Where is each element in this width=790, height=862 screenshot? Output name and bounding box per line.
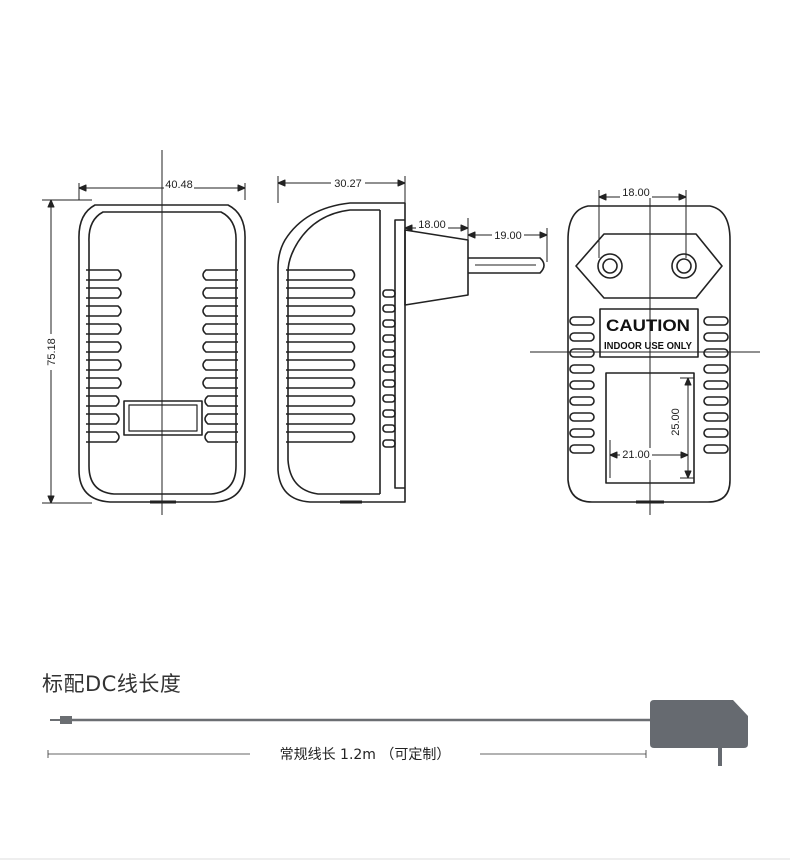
adapter-block [650,700,748,748]
cable-length-caption: 常规线长 1.2m （可定制） [250,744,480,764]
front-view [78,204,246,504]
side-right-slots [382,289,396,448]
front-width-label: 40.48 [165,179,193,191]
pin-spacing-label: 18.00 [622,187,650,199]
front-left-vents [86,269,122,443]
caution-text: CAUTION [606,316,690,335]
cable-section-title: 标配DC线长度 [42,672,182,696]
side-depth-label: 30.27 [334,178,362,190]
front-height-label: 75.18 [46,338,58,366]
dc-cable-illustration [47,700,748,766]
pin-length-label: 19.00 [494,230,522,242]
plug-base-label: 18.00 [418,219,446,231]
back-left-vents [569,316,595,454]
indoor-use-text: INDOOR USE ONLY [604,341,692,352]
label-height-label: 25.00 [670,408,682,436]
side-view [277,202,545,504]
pin-spacing-dimension [598,190,687,258]
back-right-vents [703,316,729,454]
front-right-vents [202,269,238,443]
front-width-dimension [78,183,246,200]
label-height-dimension [680,377,694,479]
dc-plug-tip [60,716,72,724]
side-left-vents [286,269,356,443]
bottom-divider [0,858,790,860]
label-width-label: 21.00 [622,449,650,461]
